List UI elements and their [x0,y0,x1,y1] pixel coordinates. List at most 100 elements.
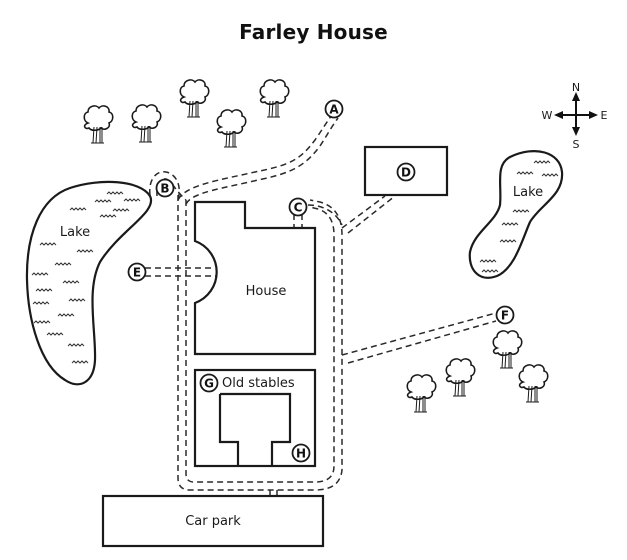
tree-icon [259,79,290,118]
lake-east-waves [479,160,559,273]
footpaths [145,111,497,496]
water-ripple-icon [62,280,80,284]
path-d-outer [341,195,386,229]
tree-icon [406,374,437,413]
tree-icon [492,330,523,369]
water-ripple-icon [31,272,49,276]
water-ripple-icon [39,242,57,246]
path-a-inner [185,117,339,205]
lake-west-waves [31,191,141,364]
trees [83,79,549,413]
marker-c-circle [288,197,308,217]
tree-icon [216,109,247,148]
path-a-outer [177,111,335,201]
water-ripple-icon [516,171,534,175]
marker-g-label: G [204,377,214,391]
compass-rose: N S W E [542,81,608,151]
marker-f-circle [495,305,515,325]
building-d [363,145,449,197]
marker-b-label: B [160,182,169,196]
marker-d-label: D [401,166,411,180]
marker-d-circle [396,162,416,182]
lake-west-label: Lake [60,225,90,240]
marker-b-circle [155,178,175,198]
marker-h-label: H [296,447,306,461]
compass-north-label: N [572,81,580,94]
water-ripple-icon [479,259,497,263]
marker-f-label: F [501,309,509,323]
main-path-inner [185,200,335,483]
marker-g-circle [199,373,219,393]
water-ripple-icon [69,207,87,211]
water-ripple-icon [106,191,124,195]
water-ripple-icon [481,269,499,273]
water-ripple-icon [499,239,517,243]
path-d-inner [347,195,396,234]
marker-h: H [291,443,311,463]
car-park: Car park [101,494,325,548]
lake-west-outline [25,180,153,386]
water-ripple-icon [32,301,50,305]
marker-a-circle [324,99,344,119]
tree-icon [518,364,549,403]
path-c [307,204,343,226]
water-ripple-icon [512,209,530,213]
old-stables-label: Old stables [222,376,295,391]
marker-e-label: E [133,266,141,280]
marker-a-label: A [329,103,339,117]
tree-icon [131,104,162,143]
house-label: House [246,284,287,299]
map-title: Farley House [239,20,388,44]
marker-d: D [396,162,416,182]
marker-b: B [155,178,175,198]
water-ripple-icon [33,320,51,324]
marker-a: A [324,99,344,119]
main-path-outer [177,195,343,491]
old-stables-inner-right [220,392,292,466]
water-ripple-icon [94,199,112,203]
marker-c: C [288,197,308,217]
compass-east-arrow [589,111,598,119]
water-ripple-icon [71,360,89,364]
compass-east-label: E [601,109,608,122]
compass-south-arrow [572,127,580,136]
compass-west-label: W [542,109,553,122]
tree-icon [179,79,210,118]
house-outline [193,200,317,356]
water-ripple-icon [35,288,53,292]
path-f-inner [347,320,497,364]
marker-g: G [199,373,219,393]
water-ripple-icon [68,298,86,302]
water-ripple-icon [533,160,551,164]
car-park-label: Car park [185,514,241,529]
water-ripple-icon [76,249,94,253]
compass-west-arrow [554,111,563,119]
path-f-outer [341,312,497,356]
lake-east-label: Lake [513,185,543,200]
lake-east: Lake [468,150,564,279]
water-ripple-icon [112,208,130,212]
lake-east-outline [468,150,564,279]
water-ripple-icon [541,173,559,177]
marker-h-circle [291,443,311,463]
compass-north-arrow [572,92,580,101]
lake-west: Lake [25,180,153,386]
water-ripple-icon [501,222,519,226]
compass-south-label: S [573,138,580,151]
tree-icon [83,105,114,144]
marker-e: E [127,262,147,282]
marker-e-circle [127,262,147,282]
water-ripple-icon [67,343,85,347]
water-ripple-icon [54,262,72,266]
water-ripple-icon [123,198,141,202]
water-ripple-icon [99,214,117,218]
house: House [193,200,317,356]
old-stables-inner-left [218,394,240,466]
marker-f: F [495,305,515,325]
water-ripple-icon [46,332,64,336]
car-park-outline [101,494,325,548]
tree-icon [445,358,476,397]
marker-c-label: C [294,201,303,215]
path-b-outer [149,170,180,201]
